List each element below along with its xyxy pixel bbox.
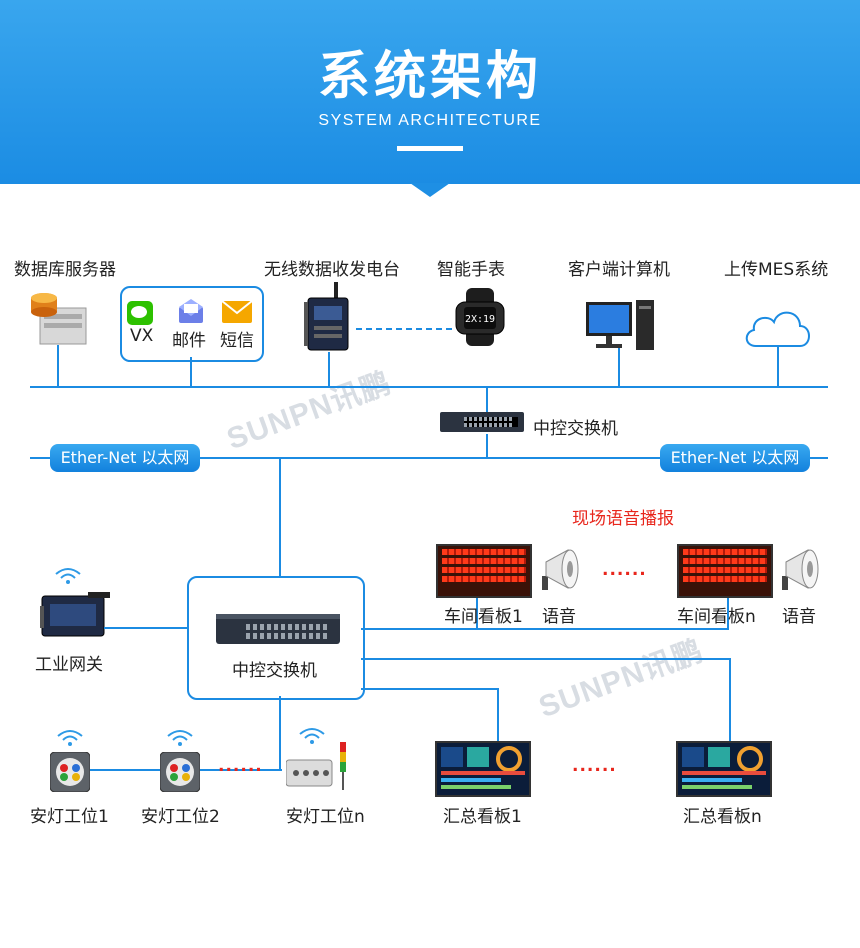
ellipsis-boards: ...... <box>602 560 647 580</box>
header-banner <box>0 0 860 184</box>
boards-bus-line <box>361 628 729 630</box>
ethernet-right-badge: Ether-Net 以太网 <box>660 444 810 472</box>
cloud-drop-line <box>777 346 779 387</box>
label-vx: VX <box>130 326 154 346</box>
speaker-1-icon <box>542 549 579 590</box>
speaker-n-icon <box>782 549 819 590</box>
label-voice1: 语音 <box>542 607 576 627</box>
pc-drop-line <box>618 348 620 387</box>
ellipsis-summary: ...... <box>572 756 617 776</box>
andon2-wifi-icon <box>167 730 193 746</box>
switch-center-icon <box>216 614 340 644</box>
database-server-icon <box>31 293 87 345</box>
label-summaryn: 汇总看板n <box>683 807 762 827</box>
label-upload-mes: 上传MES系统 <box>724 260 829 280</box>
summaryn-drop-line <box>729 658 731 742</box>
ethernet-left-badge: Ether-Net 以太网 <box>50 444 200 472</box>
label-smart-watch: 智能手表 <box>437 260 505 280</box>
gateway-link-line <box>104 627 188 629</box>
switch-up-line <box>486 386 488 412</box>
center-switch-up-line <box>279 458 281 577</box>
client-pc-icon <box>586 300 654 350</box>
label-summary1: 汇总看板1 <box>443 807 522 827</box>
workshop-board-1-icon <box>436 544 532 598</box>
summaryn-bus-line <box>361 658 731 660</box>
wireless-link <box>356 328 452 330</box>
wireless-station-icon <box>304 282 349 351</box>
label-switch-center: 中控交换机 <box>232 661 317 681</box>
andon-up-line <box>279 696 281 770</box>
label-switch-top: 中控交换机 <box>533 419 618 439</box>
wechat-icon <box>127 301 153 325</box>
boardn-drop-line <box>727 594 729 629</box>
label-board1: 车间看板1 <box>444 607 523 627</box>
label-sms: 短信 <box>220 331 254 351</box>
andonn-wifi-icon <box>299 728 325 744</box>
top-bus-line <box>30 386 828 388</box>
label-andon2: 安灯工位2 <box>141 807 220 827</box>
header-notch <box>410 183 450 197</box>
summary1-bus-line <box>361 688 499 690</box>
summary-board-n-icon <box>676 741 772 797</box>
page-title: 系统架构 <box>317 47 542 107</box>
watch-time-text: 2X:19 <box>465 314 495 325</box>
db-drop-line <box>57 345 59 387</box>
andon-station-1-icon <box>50 752 90 792</box>
mail-icon <box>179 299 203 323</box>
switch-top-icon <box>440 412 524 432</box>
summary-board-1-icon <box>435 741 531 797</box>
page-subtitle: SYSTEM ARCHITECTURE <box>318 112 542 129</box>
label-voice-broadcast: 现场语音播报 <box>572 509 674 529</box>
label-boardn: 车间看板n <box>677 607 756 627</box>
cloud-icon <box>745 311 810 347</box>
andon-station-2-icon <box>160 752 200 792</box>
station-drop-line <box>328 352 330 387</box>
ellipsis-andon: ...... <box>218 756 263 776</box>
label-gateway: 工业网关 <box>35 655 103 675</box>
label-client-pc: 客户端计算机 <box>568 260 670 280</box>
label-wireless-station: 无线数据收发电台 <box>264 260 400 280</box>
gateway-icon <box>40 592 110 637</box>
smart-watch-icon: 2X:19 <box>455 288 505 346</box>
label-andon1: 安灯工位1 <box>30 807 109 827</box>
sms-icon <box>222 301 252 323</box>
label-database-server: 数据库服务器 <box>14 260 116 280</box>
label-andonn: 安灯工位n <box>286 807 365 827</box>
watermark-bottom: SUNPN讯鹏 <box>534 634 708 725</box>
watermark-top: SUNPN讯鹏 <box>222 366 396 457</box>
title-underline <box>397 146 463 151</box>
label-mail: 邮件 <box>172 331 206 351</box>
workshop-board-n-icon <box>677 544 773 598</box>
label-voicen: 语音 <box>782 607 816 627</box>
gateway-wifi-icon <box>55 568 81 584</box>
notify-drop-line <box>190 357 192 387</box>
ethernet-bus-line <box>30 457 828 459</box>
board1-drop-line <box>476 594 478 629</box>
switch-down-line <box>486 434 488 458</box>
andon1-wifi-icon <box>57 730 83 746</box>
summary1-drop-line <box>497 688 499 742</box>
andon-station-n-icon <box>286 742 346 790</box>
